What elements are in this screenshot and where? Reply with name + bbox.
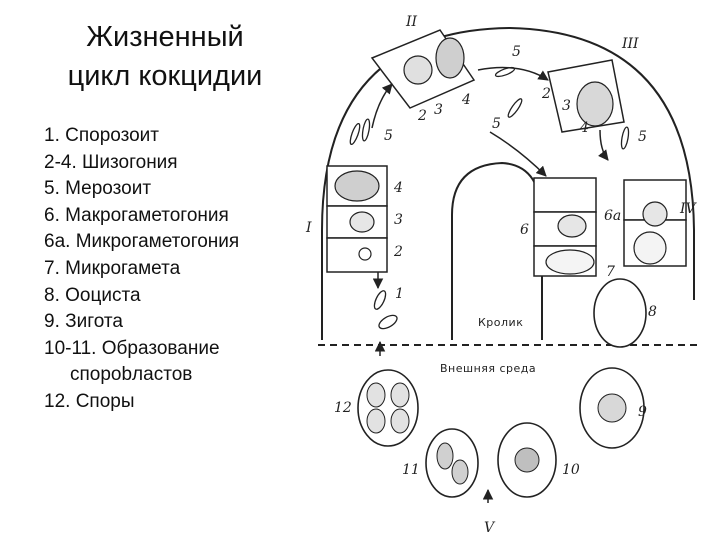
environment-label: Внешняя среда [440, 362, 536, 375]
svg-text:8: 8 [648, 304, 657, 320]
svg-text:II: II [405, 14, 418, 30]
svg-text:6а: 6а [604, 208, 621, 224]
svg-text:3: 3 [434, 102, 443, 118]
svg-text:3: 3 [394, 212, 403, 228]
oocyst-8 [594, 279, 646, 347]
spores-12 [358, 370, 418, 446]
svg-text:5: 5 [512, 44, 521, 60]
svg-text:7: 7 [606, 264, 615, 280]
svg-text:5: 5 [492, 116, 501, 132]
svg-text:4: 4 [579, 120, 589, 136]
svg-text:12: 12 [334, 400, 352, 416]
svg-text:III: III [621, 36, 639, 52]
svg-text:4: 4 [393, 180, 403, 196]
svg-text:10: 10 [562, 462, 580, 478]
svg-text:IV: IV [679, 201, 698, 217]
svg-text:2: 2 [541, 86, 551, 102]
svg-text:V: V [484, 520, 496, 536]
svg-text:5: 5 [384, 128, 393, 144]
svg-text:1: 1 [395, 286, 404, 302]
host-label: Кролик [478, 316, 523, 329]
svg-text:3: 3 [562, 98, 571, 114]
svg-text:11: 11 [402, 462, 420, 478]
svg-text:5: 5 [638, 129, 647, 145]
svg-text:6: 6 [520, 222, 529, 238]
svg-text:2: 2 [417, 108, 427, 124]
svg-text:4: 4 [461, 92, 471, 108]
svg-text:9: 9 [638, 404, 647, 420]
svg-text:I: I [305, 220, 312, 236]
svg-text:2: 2 [393, 244, 403, 260]
